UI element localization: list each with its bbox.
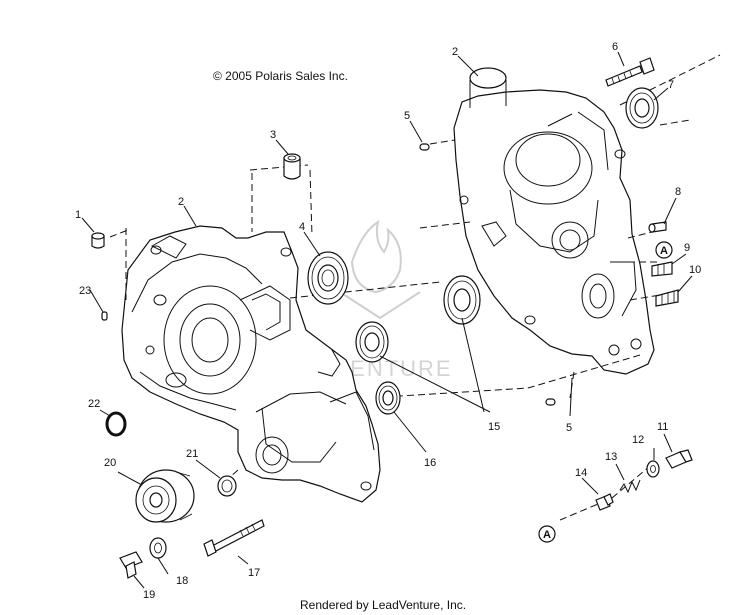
rendered-by-text: Rendered by LeadVenture, Inc.	[300, 598, 466, 612]
part-3-bushing	[283, 153, 301, 180]
callout-5-lower: 5	[566, 422, 572, 434]
callout-5-upper: 5	[404, 110, 410, 122]
part-18-washer	[149, 537, 167, 559]
part-16-bearing	[375, 381, 401, 415]
callout-15: 15	[488, 421, 500, 433]
part-15-bearing-upper	[443, 275, 481, 325]
part-23-pin	[101, 311, 108, 321]
callout-13: 13	[605, 451, 617, 463]
left-crankcase-half	[121, 225, 381, 503]
callout-16: 16	[424, 457, 436, 469]
part-5-pin-upper	[419, 143, 430, 151]
callout-2-right: 2	[452, 46, 458, 58]
reference-marker-a-upper: A	[655, 241, 673, 259]
part-17-bolt	[203, 519, 265, 557]
callout-17: 17	[248, 567, 260, 579]
callout-19: 19	[143, 589, 155, 601]
callout-7: 7	[668, 79, 674, 91]
callout-9: 9	[684, 242, 690, 254]
part-14-plunger	[595, 493, 614, 511]
part-5-pin-lower	[545, 398, 556, 406]
part-1-dowel	[91, 232, 105, 249]
svg-text:A: A	[660, 245, 668, 257]
part-10-fitting	[655, 289, 679, 307]
part-22-o-ring	[105, 411, 127, 437]
callout-22: 22	[88, 398, 100, 410]
part-21-bushing	[217, 475, 237, 497]
callout-20: 20	[104, 457, 116, 469]
callout-12: 12	[632, 434, 644, 446]
part-15-bearing-lower	[355, 321, 389, 363]
callout-21: 21	[186, 448, 198, 460]
part-7-seal	[625, 87, 659, 129]
part-13-spring	[619, 479, 641, 494]
callout-14: 14	[575, 467, 587, 479]
callout-10: 10	[689, 264, 701, 276]
callout-11: 11	[657, 421, 668, 433]
right-crankcase-half	[453, 67, 655, 375]
copyright-text: © 2005 Polaris Sales Inc.	[213, 69, 348, 83]
callout-18: 18	[176, 575, 188, 587]
callout-1: 1	[75, 209, 81, 221]
callout-2-left: 2	[178, 196, 184, 208]
part-8-stud	[648, 221, 667, 233]
svg-text:A: A	[543, 529, 551, 541]
part-19-drain-plug	[119, 551, 143, 579]
part-11-plug	[665, 449, 693, 469]
callout-23: 23	[79, 285, 91, 297]
callout-6: 6	[612, 41, 618, 53]
callout-8: 8	[675, 186, 681, 198]
reference-marker-a-lower: A	[538, 525, 556, 543]
part-6-bolt	[605, 57, 655, 87]
part-20-pulley	[135, 469, 195, 523]
callout-3: 3	[270, 129, 276, 141]
callout-4: 4	[299, 221, 305, 233]
part-12-washer	[646, 460, 660, 478]
part-4-bearing	[307, 251, 349, 305]
part-9-fitting	[651, 261, 673, 277]
